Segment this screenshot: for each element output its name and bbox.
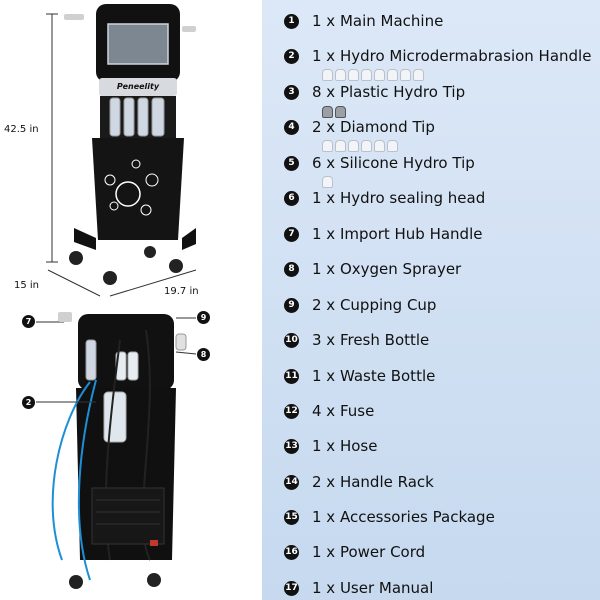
callout-badge: 7 <box>22 315 35 328</box>
item-number-badge: 3 <box>284 84 299 100</box>
item-number-badge: 9 <box>284 297 299 313</box>
item-number-badge: 17 <box>284 580 299 596</box>
item-label: 8 x Plastic Hydro Tip <box>312 83 466 101</box>
brand-logo: Peneelity <box>116 82 160 91</box>
product-photo-area: 42.5 in 15 in 19.7 in Peneelity 7 9 8 2 <box>0 0 262 600</box>
list-item: 6 1 x Hydro sealing head <box>284 188 485 208</box>
item-label: 1 x Power Cord <box>312 543 426 561</box>
item-number-badge: 1 <box>284 13 299 29</box>
list-item: 5 6 x Silicone Hydro Tip <box>284 153 475 173</box>
list-item: 7 1 x Import Hub Handle <box>284 224 482 244</box>
item-label: 1 x Hydro Microdermabrasion Handle <box>312 47 592 65</box>
item-label: 1 x Hydro sealing head <box>312 189 486 207</box>
item-number-badge: 8 <box>284 261 299 277</box>
item-label: 2 x Diamond Tip <box>312 118 435 136</box>
item-label: 1 x Oxygen Sprayer <box>312 260 462 278</box>
package-contents-panel: 1 1 x Main Machine 2 1 x Hydro Microdermab… <box>262 0 600 600</box>
item-label: 3 x Fresh Bottle <box>312 331 430 349</box>
callout-badge: 2 <box>22 396 35 409</box>
list-item: 8 1 x Oxygen Sprayer <box>284 259 461 279</box>
item-number-badge: 6 <box>284 190 299 206</box>
item-number-badge: 13 <box>284 438 299 454</box>
item-label: 1 x User Manual <box>312 579 434 597</box>
height-dimension-label: 42.5 in <box>4 124 39 135</box>
list-item: 4 2 x Diamond Tip <box>284 117 435 137</box>
item-label: 2 x Cupping Cup <box>312 296 437 314</box>
callout-badge: 8 <box>197 348 210 361</box>
list-item: 10 3 x Fresh Bottle <box>284 330 429 350</box>
item-label: 1 x Main Machine <box>312 12 444 30</box>
item-number-badge: 4 <box>284 119 299 135</box>
sealing-head-image <box>322 176 333 188</box>
list-item: 15 1 x Accessories Package <box>284 507 495 527</box>
item-number-badge: 14 <box>284 474 299 490</box>
list-item: 12 4 x Fuse <box>284 401 374 421</box>
item-number-badge: 11 <box>284 368 299 384</box>
list-item: 17 1 x User Manual <box>284 578 433 598</box>
list-item: 14 2 x Handle Rack <box>284 472 434 492</box>
callout-badge: 9 <box>197 311 210 324</box>
machine-rear-view <box>36 312 197 589</box>
plastic-tips-image <box>322 69 424 81</box>
item-label: 4 x Fuse <box>312 402 375 420</box>
list-item: 3 8 x Plastic Hydro Tip <box>284 82 465 102</box>
diamond-tips-image <box>322 106 346 118</box>
item-number-badge: 16 <box>284 544 299 560</box>
item-label: 1 x Accessories Package <box>312 508 495 526</box>
item-label: 1 x Waste Bottle <box>312 367 436 385</box>
item-number-badge: 12 <box>284 403 299 419</box>
item-number-badge: 5 <box>284 155 299 171</box>
item-label: 1 x Import Hub Handle <box>312 225 483 243</box>
item-label: 2 x Handle Rack <box>312 473 434 491</box>
list-item: 9 2 x Cupping Cup <box>284 295 436 315</box>
list-item: 13 1 x Hose <box>284 436 377 456</box>
machine-front-view <box>64 4 196 285</box>
item-label: 6 x Silicone Hydro Tip <box>312 154 475 172</box>
item-label: 1 x Hose <box>312 437 378 455</box>
width-dimension-label: 19.7 in <box>164 286 199 297</box>
list-item: 2 1 x Hydro Microdermabrasion Handle <box>284 46 591 66</box>
item-number-badge: 15 <box>284 509 299 525</box>
silicone-tips-image <box>322 140 398 152</box>
list-item: 16 1 x Power Cord <box>284 542 425 562</box>
item-number-badge: 10 <box>284 332 299 348</box>
product-illustration <box>36 4 197 589</box>
item-number-badge: 7 <box>284 226 299 242</box>
depth-dimension-label: 15 in <box>14 280 40 291</box>
item-number-badge: 2 <box>284 48 299 64</box>
list-item: 11 1 x Waste Bottle <box>284 366 435 386</box>
list-item: 1 1 x Main Machine <box>284 11 443 31</box>
